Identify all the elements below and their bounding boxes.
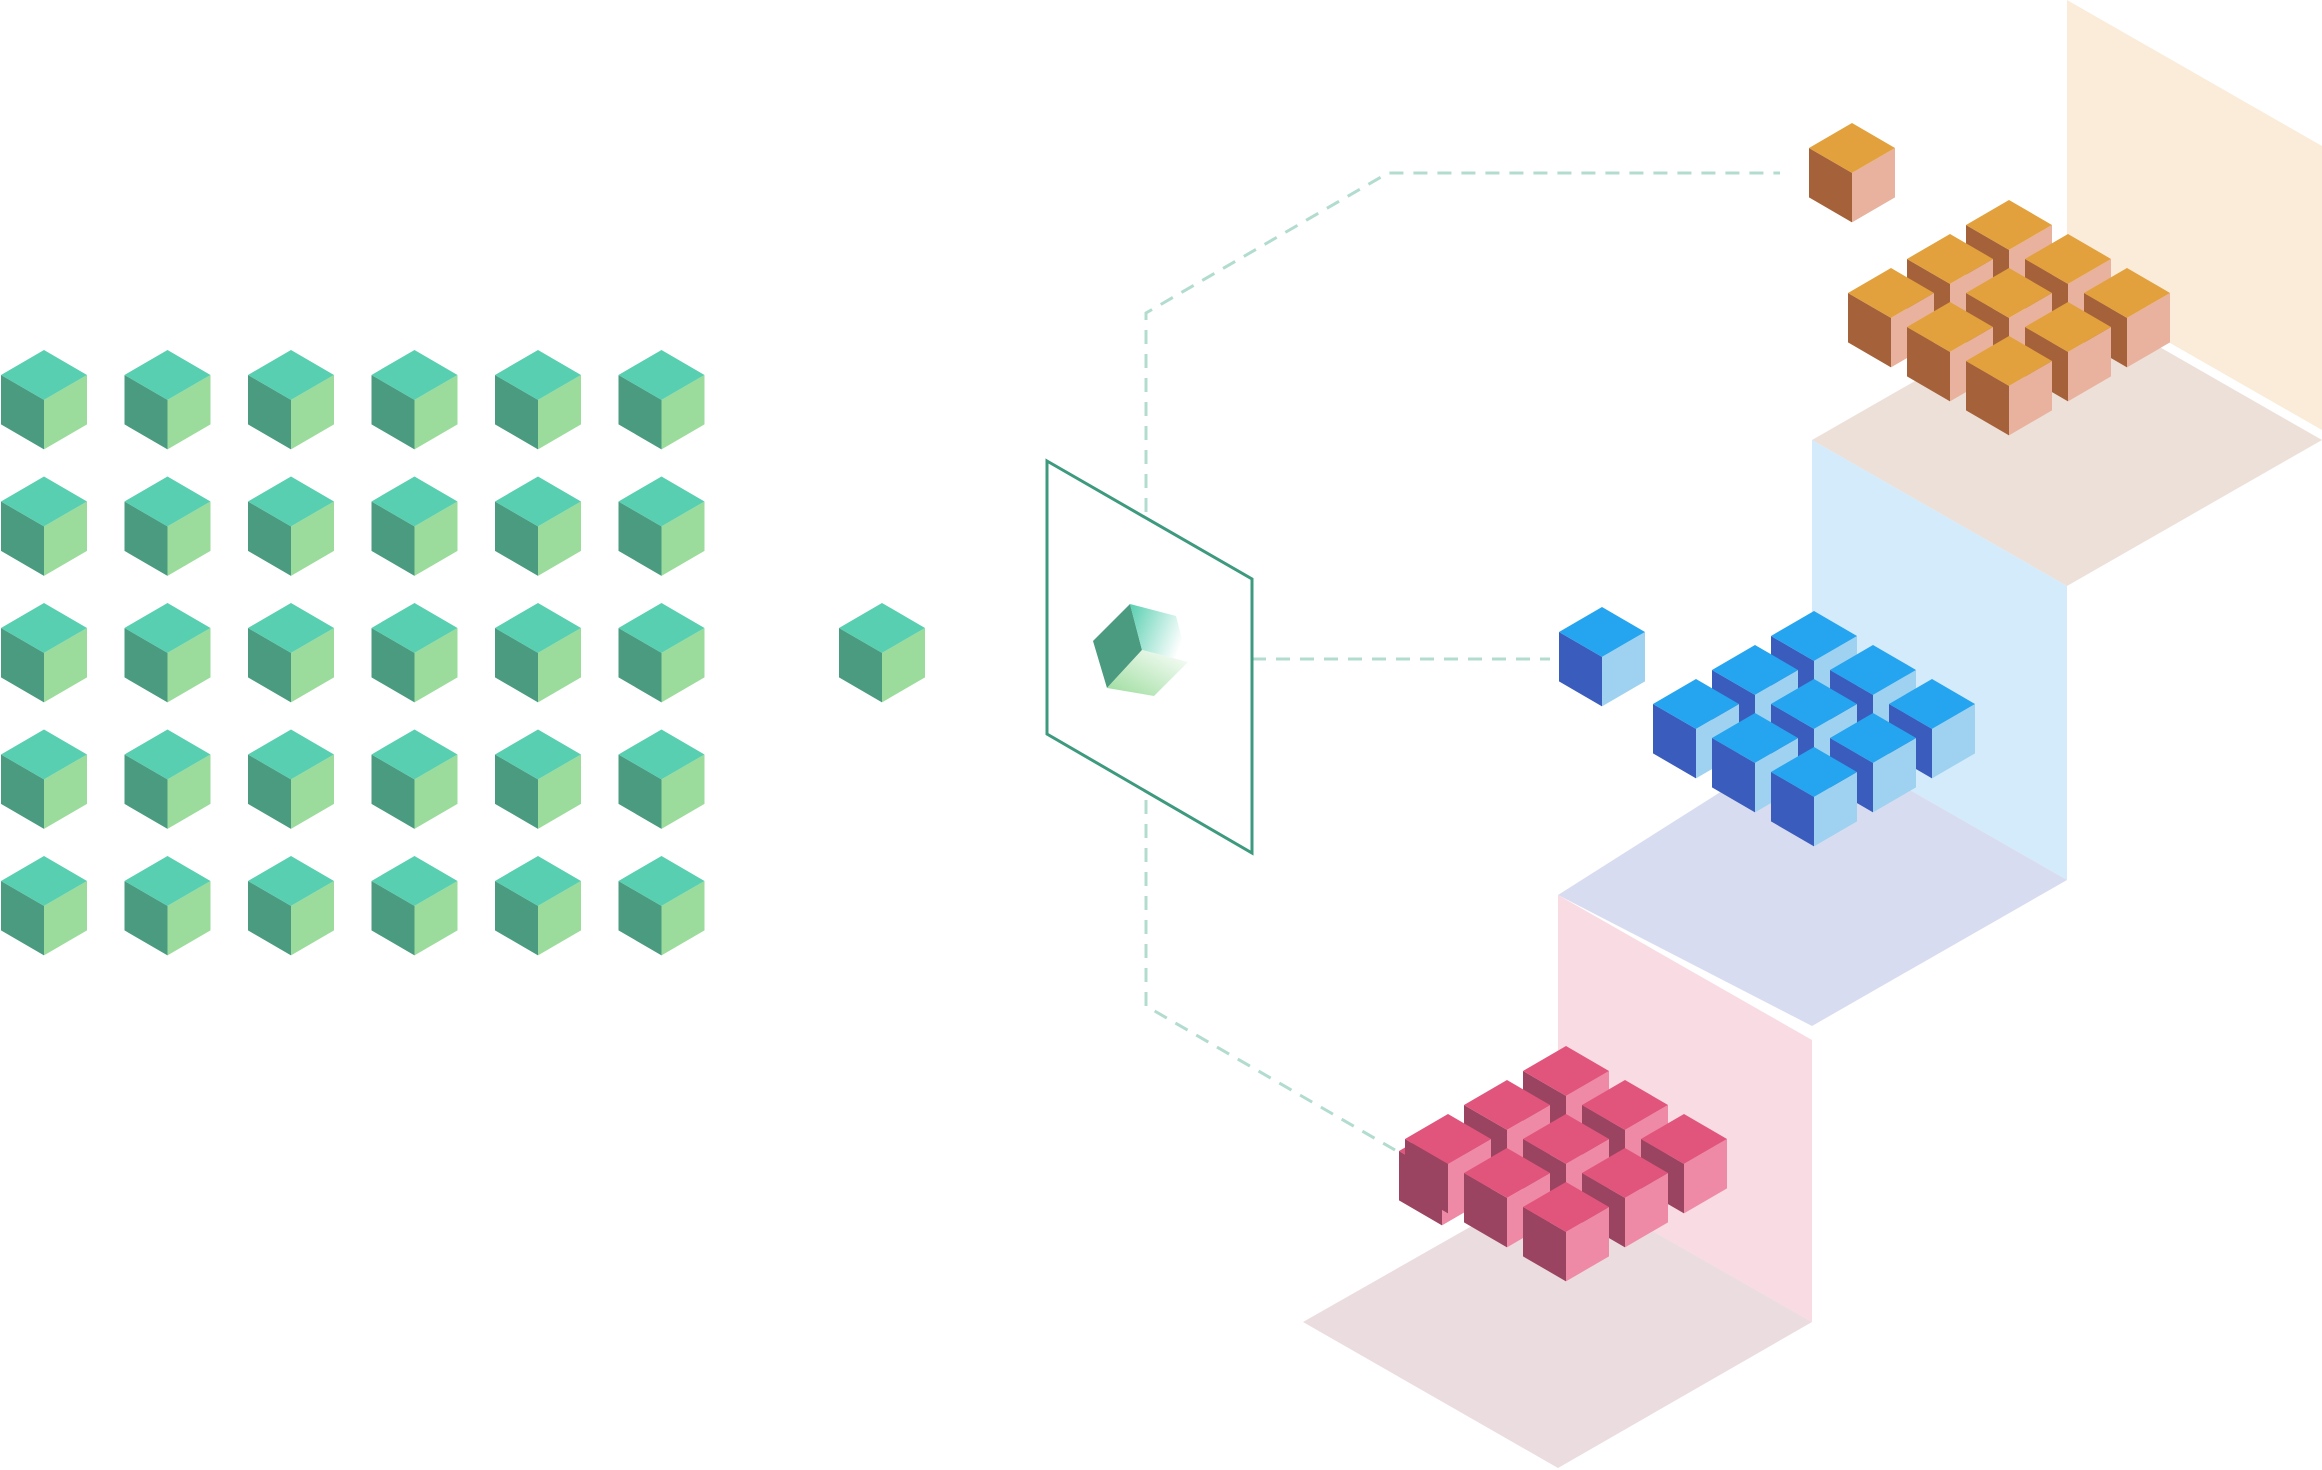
source-cube — [618, 603, 705, 703]
pink-back-panel — [1558, 895, 1812, 1322]
source-cube — [248, 350, 334, 450]
source-cube — [371, 729, 458, 829]
source-cube — [1, 350, 87, 450]
connector-to-pink — [1144, 800, 1396, 1152]
source-grid — [1, 350, 705, 956]
pink-floor-panel — [1303, 1177, 1812, 1468]
source-cube — [495, 856, 581, 956]
source-cube — [618, 729, 705, 829]
source-cube — [371, 476, 458, 576]
selected-cube — [839, 603, 925, 703]
source-cube — [371, 350, 458, 450]
source-cube — [124, 476, 211, 576]
orange-back-panel — [2067, 0, 2322, 430]
source-cube — [124, 603, 211, 703]
single-cube — [839, 603, 925, 703]
blue-floor-panel — [1558, 734, 2067, 1026]
source-cube — [1, 729, 87, 829]
source-cube — [371, 603, 458, 703]
connectors — [1144, 171, 1780, 1152]
source-cube — [495, 350, 581, 450]
source-cube — [618, 350, 705, 450]
filter-lens — [1045, 458, 1254, 856]
source-cube — [248, 476, 334, 576]
source-cube — [248, 603, 334, 703]
source-cube — [1, 603, 87, 703]
panels — [1303, 0, 2322, 1468]
source-cube — [248, 856, 334, 956]
source-cube — [124, 350, 211, 450]
connector-to-orange — [1144, 171, 1780, 512]
source-cube — [1, 856, 87, 956]
lens-gem — [1093, 604, 1188, 696]
blue-cluster — [1559, 607, 1975, 847]
orange-cube — [1966, 336, 2052, 436]
blue-cube — [1771, 747, 1857, 847]
source-cube — [124, 856, 211, 956]
source-cube — [371, 856, 458, 956]
orange-lead-cube — [1809, 123, 1895, 223]
orange-cube — [2084, 268, 2170, 368]
source-cube — [248, 729, 334, 829]
blue-lead-cube — [1559, 607, 1645, 707]
source-cube — [618, 856, 705, 956]
orange-cluster — [1809, 123, 2170, 436]
source-cube — [495, 603, 581, 703]
source-cube — [618, 476, 705, 576]
source-cube — [1, 476, 87, 576]
source-cube — [495, 476, 581, 576]
source-cube — [124, 729, 211, 829]
source-cube — [495, 729, 581, 829]
pink-cluster — [1399, 1046, 1727, 1282]
pink-cube — [1523, 1182, 1609, 1282]
